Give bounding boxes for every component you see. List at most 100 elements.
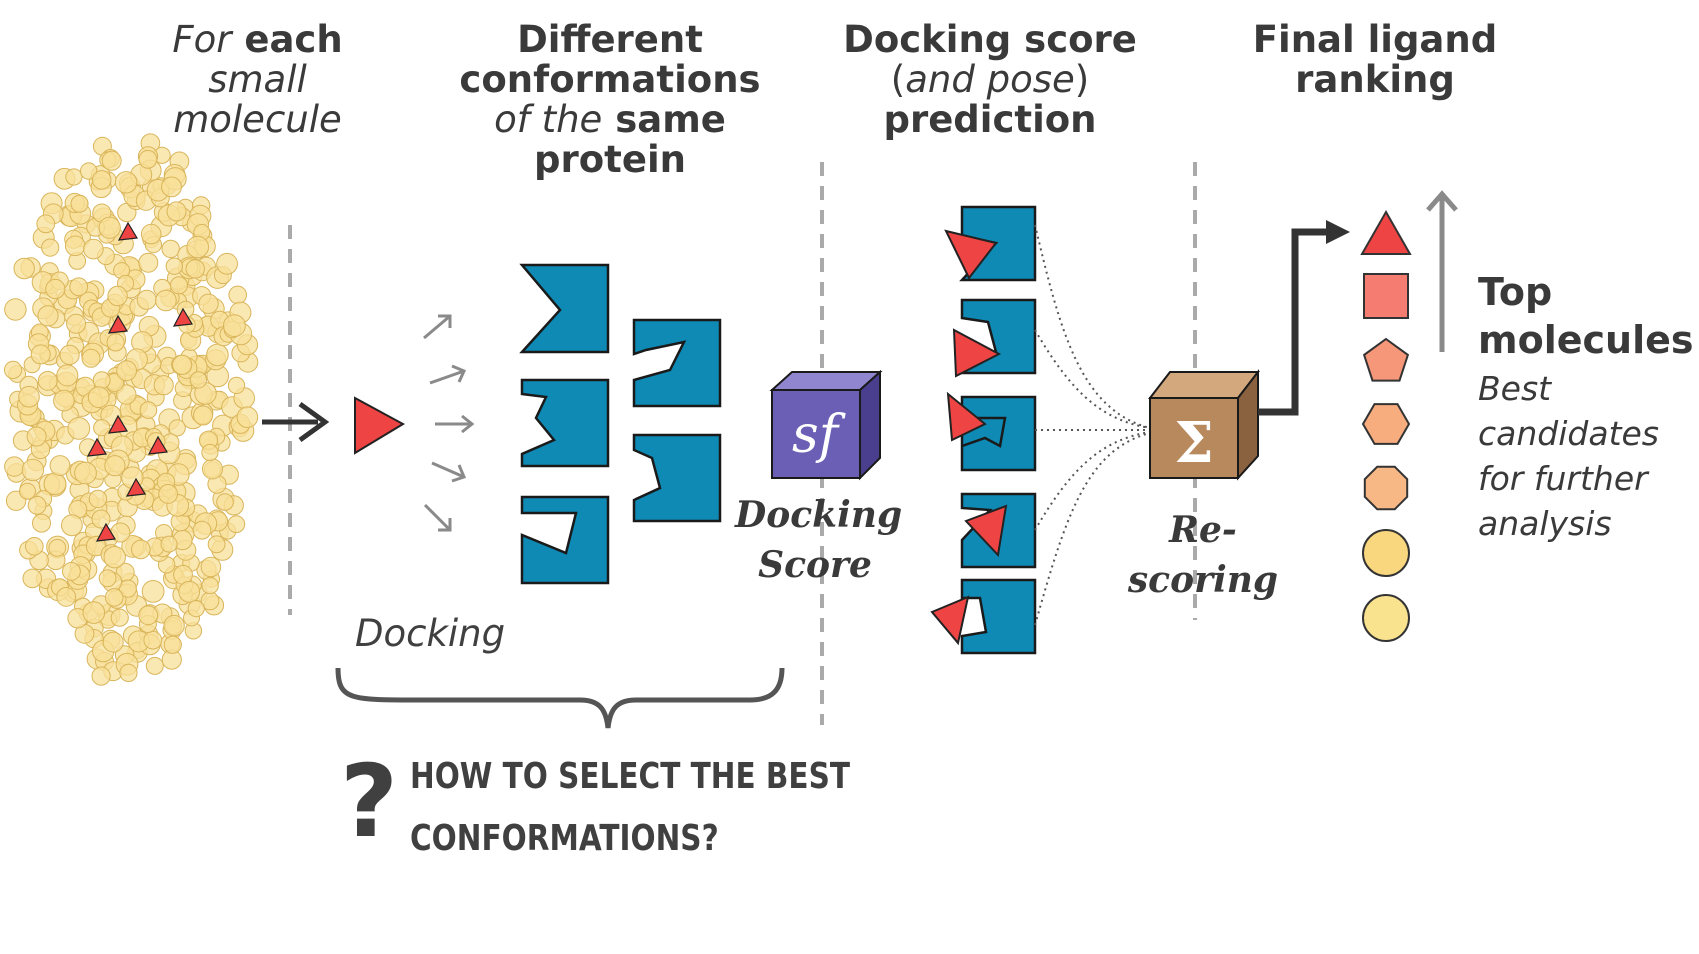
top-molecules-label: Top molecules <box>1478 268 1694 364</box>
molecule-dot <box>56 364 79 387</box>
molecule-dot <box>92 371 111 390</box>
molecule-dot <box>143 630 163 650</box>
scoring-function-cube: sf <box>769 369 883 481</box>
protein-conformation <box>519 263 610 354</box>
molecule-dot <box>163 635 182 654</box>
molecule-dot <box>138 605 159 626</box>
molecule-dot <box>102 631 124 653</box>
molecule-dot <box>104 588 124 607</box>
header-text: Docking score <box>843 18 1137 61</box>
header-text: ( <box>890 58 906 101</box>
molecule-dot <box>98 216 121 239</box>
molecule-dot <box>36 214 56 234</box>
molecule-dot <box>236 406 259 429</box>
molecule-dot <box>69 277 89 297</box>
molecule-dot <box>37 305 59 327</box>
header-text: of the <box>494 98 603 141</box>
molecule-dot <box>106 333 125 352</box>
header-text: same <box>615 98 726 141</box>
molecule-dot <box>227 515 246 534</box>
small-arrow-icon <box>435 414 475 434</box>
molecule-dot <box>18 385 40 408</box>
molecule-dot <box>202 458 223 480</box>
label-text: molecules <box>1478 318 1694 362</box>
sigma-label: Σ <box>1174 410 1214 476</box>
curly-brace <box>335 667 785 729</box>
molecule-dot <box>91 666 111 686</box>
label-text: candidates <box>1478 414 1660 453</box>
header-text: molecule <box>173 98 342 141</box>
molecule-dot <box>165 257 184 275</box>
label-text: Best <box>1478 369 1552 408</box>
molecule-dot <box>65 168 83 186</box>
molecule-dot <box>41 238 60 257</box>
header-text: For <box>172 18 232 61</box>
molecule-dot <box>227 376 246 395</box>
header-protein-conformations: Different conformations of the same prot… <box>430 20 790 180</box>
molecule-dot <box>153 375 174 396</box>
protein-pose <box>960 578 1037 655</box>
hit-ligand-marker <box>86 437 107 457</box>
small-arrow-icon <box>431 461 467 483</box>
molecule-dot <box>103 546 126 569</box>
molecule-dot <box>116 360 137 382</box>
protein-pose <box>960 395 1037 472</box>
ranking-shapes <box>1360 209 1412 642</box>
ranked-molecule-pentagon <box>1362 337 1410 382</box>
ligand-pose <box>946 391 987 442</box>
molecule-dot <box>37 371 58 391</box>
protein-conformation <box>520 378 610 468</box>
molecule-dot <box>192 520 212 540</box>
hit-ligand-marker <box>107 414 128 434</box>
label-text: Re-scoring <box>1127 509 1279 601</box>
molecule-dot <box>48 538 67 557</box>
ligand-pose <box>964 504 1008 558</box>
molecule-dot <box>223 314 246 338</box>
molecule-dot <box>25 537 44 556</box>
molecule-dot <box>155 289 177 312</box>
molecule-dot <box>22 568 43 589</box>
ligand-pose <box>952 328 1002 378</box>
small-arrow-icon <box>423 503 452 532</box>
molecule-dot <box>131 539 151 560</box>
molecule-dot <box>201 443 219 462</box>
molecule-dot <box>101 150 122 171</box>
convergence-lines <box>1034 224 1151 626</box>
molecule-dot <box>172 354 193 375</box>
hit-ligand-marker <box>147 435 168 455</box>
molecule-dot <box>140 223 162 245</box>
molecule-dot <box>161 239 180 259</box>
ranking-arrow-icon <box>1258 220 1350 416</box>
docking-label: Docking <box>355 612 506 655</box>
molecule-dot <box>88 489 108 509</box>
molecule-dot <box>32 513 51 533</box>
docking-score-label: Docking Score <box>735 490 902 590</box>
molecule-dot <box>45 278 66 300</box>
molecule-dot <box>206 343 229 367</box>
label-text: for further <box>1478 459 1648 498</box>
ranked-molecule-octagon <box>1363 465 1409 511</box>
hit-ligand-marker <box>107 314 128 334</box>
molecule-dot <box>185 259 205 279</box>
molecule-dot <box>187 600 205 618</box>
molecule-dot <box>56 587 77 607</box>
molecule-dot <box>216 493 234 511</box>
molecule-dot <box>61 514 83 537</box>
molecule-dot <box>178 580 201 603</box>
molecule-dot <box>70 194 89 213</box>
molecule-dot <box>207 535 226 554</box>
ligand-pose <box>944 229 998 280</box>
molecule-dot <box>80 162 98 180</box>
molecule-dot <box>49 455 71 476</box>
molecule-dot <box>141 580 165 603</box>
header-text: protein <box>534 138 686 181</box>
header-text: ranking <box>1295 58 1455 101</box>
ranked-molecule-circle <box>1362 529 1410 577</box>
molecule-dot <box>166 201 187 222</box>
molecule-dot <box>53 389 75 412</box>
molecule-dot <box>4 456 25 477</box>
molecule-dot <box>216 252 239 275</box>
molecule-dot <box>138 252 159 273</box>
header-text: prediction <box>883 98 1097 141</box>
ranked-molecule-hexagon <box>1361 403 1411 445</box>
